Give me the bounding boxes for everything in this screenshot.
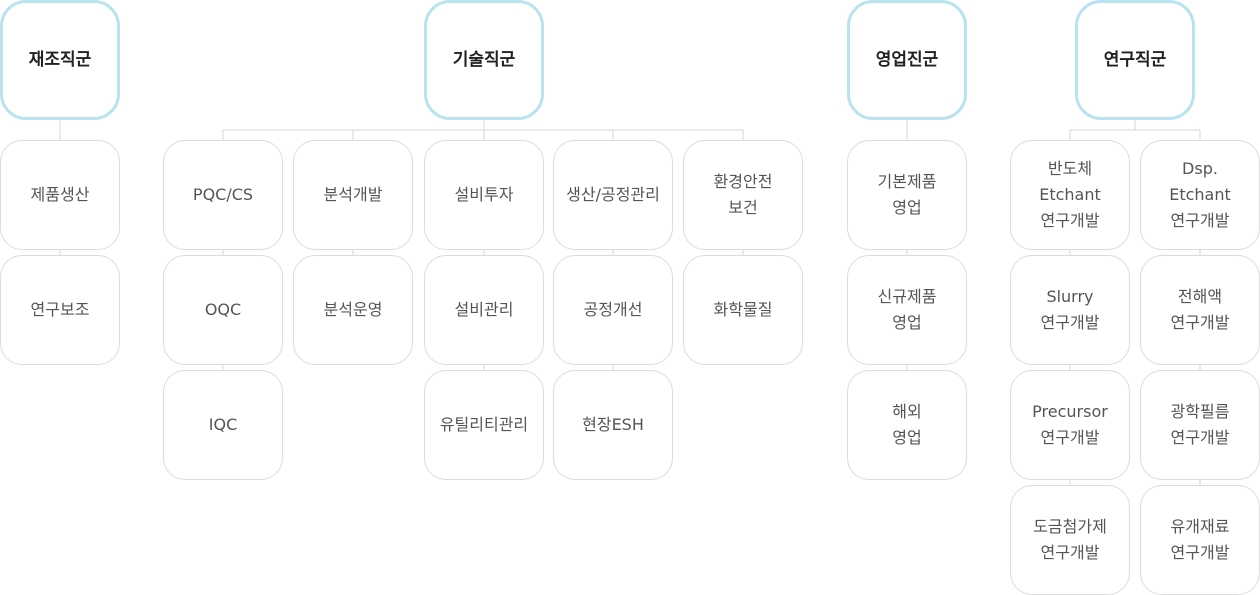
role-box-organic-material-rnd: 유개재료 연구개발	[1140, 485, 1260, 595]
role-box-research-assist: 연구보조	[0, 255, 120, 365]
role-box-field-esh: 현장ESH	[553, 370, 673, 480]
role-box-analysis-ops: 분석운영	[293, 255, 413, 365]
role-box-oqc: OQC	[163, 255, 283, 365]
role-box-basic-product-sales: 기본제품 영업	[847, 140, 967, 250]
role-box-production-process-mgmt: 생산/공정관리	[553, 140, 673, 250]
role-box-new-product-sales: 신규제품 영업	[847, 255, 967, 365]
role-box-chemicals: 화학물질	[683, 255, 803, 365]
role-box-utility-management: 유틸리티관리	[424, 370, 544, 480]
group-header-technical: 기술직군	[424, 0, 544, 120]
role-box-overseas-sales: 해외 영업	[847, 370, 967, 480]
role-box-plating-additive-rnd: 도금첨가제 연구개발	[1010, 485, 1130, 595]
role-box-precursor-rnd: Precursor 연구개발	[1010, 370, 1130, 480]
group-header-manufacturing: 재조직군	[0, 0, 120, 120]
role-box-semiconductor-etchant-rnd: 반도체 Etchant 연구개발	[1010, 140, 1130, 250]
role-box-iqc: IQC	[163, 370, 283, 480]
role-box-slurry-rnd: Slurry 연구개발	[1010, 255, 1130, 365]
role-box-pqc-cs: PQC/CS	[163, 140, 283, 250]
role-box-process-improvement: 공정개선	[553, 255, 673, 365]
role-box-optical-film-rnd: 광학필름 연구개발	[1140, 370, 1260, 480]
role-box-product-production: 제품생산	[0, 140, 120, 250]
role-box-environment-safety-health: 환경안전 보건	[683, 140, 803, 250]
role-box-facility-management: 설비관리	[424, 255, 544, 365]
role-box-facility-investment: 설비투자	[424, 140, 544, 250]
role-box-analysis-dev: 분석개발	[293, 140, 413, 250]
role-box-dsp-etchant-rnd: Dsp. Etchant 연구개발	[1140, 140, 1260, 250]
group-header-sales: 영업진군	[847, 0, 967, 120]
group-header-research: 연구직군	[1075, 0, 1195, 120]
role-box-electrolyte-rnd: 전해액 연구개발	[1140, 255, 1260, 365]
